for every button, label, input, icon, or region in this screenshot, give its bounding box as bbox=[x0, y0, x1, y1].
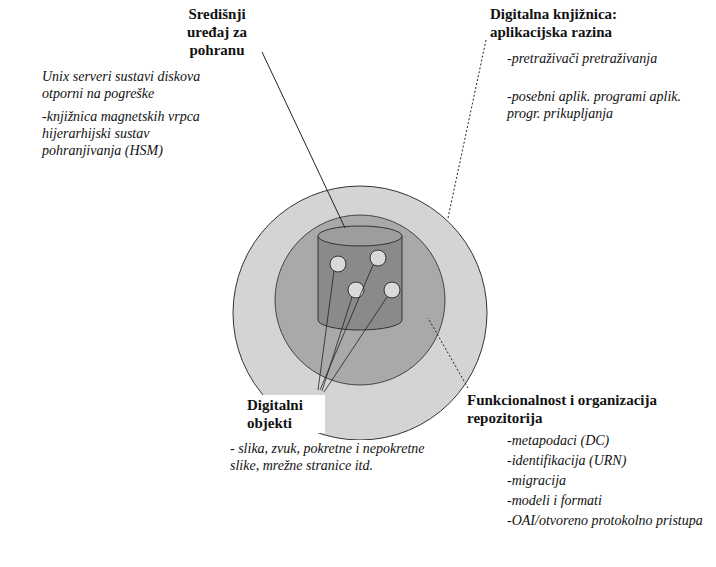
component-note: -migracija bbox=[505, 472, 705, 491]
component-note: -OAI/otvoreno protokolno pristupa bbox=[505, 512, 705, 531]
leader-line bbox=[324, 297, 387, 392]
leader-line bbox=[318, 271, 334, 390]
component-note: -knjižnica magnetskih vrpca hijerarhijsk… bbox=[40, 108, 220, 160]
component-note: -pretraživači pretraživanja bbox=[505, 50, 675, 69]
component-note: -metapodaci (DC) bbox=[505, 432, 705, 451]
leader-line bbox=[320, 265, 373, 390]
outer-ring bbox=[233, 186, 487, 440]
object-dot bbox=[384, 282, 400, 298]
component-heading: Digitalna knjižnica: aplikacijska razina bbox=[488, 4, 648, 42]
middle-ring bbox=[275, 215, 445, 385]
component-heading: Središnji uređaj za pohranu bbox=[175, 4, 259, 60]
leader-line bbox=[262, 52, 345, 228]
component-heading: Digitalni objekti bbox=[245, 395, 325, 433]
cylinder-top bbox=[318, 226, 402, 246]
object-dot bbox=[370, 250, 386, 266]
component-note: -posebni aplik. programi aplik. progr. p… bbox=[505, 88, 700, 124]
component-heading: Funkcionalnost i organizacija repozitori… bbox=[465, 390, 675, 428]
leader-line bbox=[448, 40, 486, 218]
component-note: - slika, zvuk, pokretne i nepokretne sli… bbox=[228, 440, 453, 476]
storage-cylinder bbox=[318, 236, 402, 330]
component-note: -identifikacija (URN) bbox=[505, 452, 705, 471]
component-note: -modeli i formati bbox=[505, 492, 705, 511]
object-dot bbox=[330, 256, 346, 272]
leader-line bbox=[428, 318, 468, 388]
leader-line bbox=[322, 297, 352, 391]
object-dot bbox=[348, 282, 364, 298]
component-note: Unix serveri sustavi diskova otporni na … bbox=[40, 68, 220, 104]
